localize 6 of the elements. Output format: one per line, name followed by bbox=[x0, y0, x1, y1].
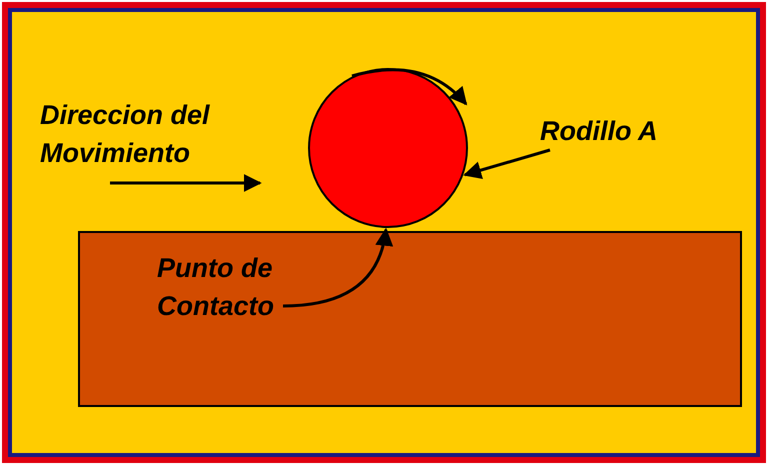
direction-label: Direccion del Movimiento bbox=[40, 99, 211, 170]
callout-label: Punto de Contacto bbox=[157, 249, 281, 325]
block-rectangle bbox=[78, 231, 742, 407]
callout-label: Rodillo A bbox=[540, 112, 690, 150]
leader-line bbox=[282, 228, 392, 308]
leader-line bbox=[463, 148, 550, 179]
